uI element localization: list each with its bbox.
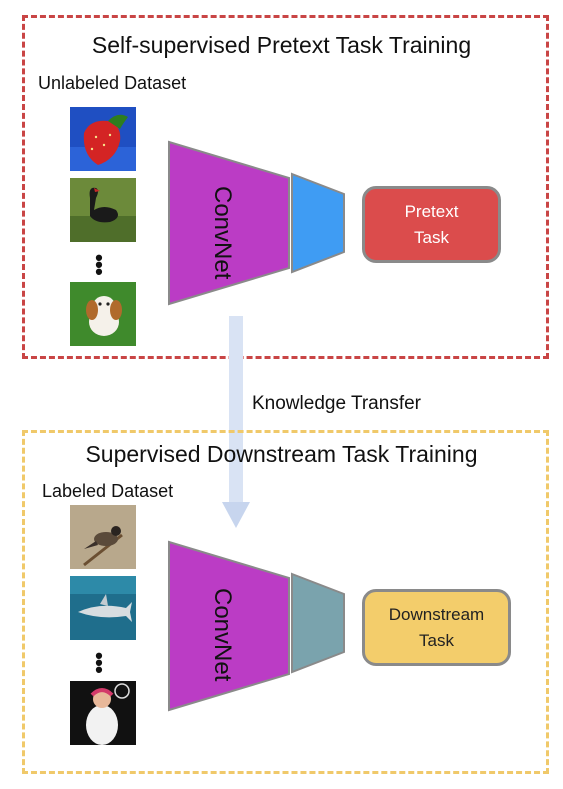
- pretext-training-panel: [22, 15, 549, 359]
- more-images-ellipsis: • • •: [95, 245, 103, 284]
- knowledge-transfer-label: Knowledge Transfer: [252, 393, 421, 414]
- knowledge-transfer-arrow: [222, 316, 250, 528]
- downstream-convnet-label: ConvNet: [209, 588, 236, 682]
- pretext-task-line1: Pretext: [404, 201, 459, 221]
- strawberry-image: [70, 107, 136, 171]
- unlabeled-dataset-label: Unlabeled Dataset: [38, 73, 187, 93]
- pretext-head-shape: [291, 172, 345, 274]
- more-labeled-images-ellipsis: • • •: [95, 643, 103, 682]
- black-swan-image: [70, 178, 136, 242]
- pretext-task-line2: Task: [414, 227, 449, 247]
- dog-image: [70, 282, 136, 346]
- bird-image: [70, 505, 136, 569]
- labeled-dataset-label: Labeled Dataset: [42, 481, 174, 501]
- pretext-convnet-label: ConvNet: [209, 186, 236, 280]
- shark-image: [70, 576, 136, 640]
- downstream-training-panel: [22, 430, 549, 774]
- tennis-player-image: [70, 681, 136, 745]
- downstream-head-shape: [291, 572, 345, 674]
- downstream-task-line1: Downstream: [388, 604, 485, 624]
- downstream-panel-title: Supervised Downstream Task Training: [85, 441, 478, 467]
- downstream-convnet-shape: [168, 540, 290, 712]
- pretext-convnet-shape: [168, 140, 290, 306]
- pretext-panel-title: Self-supervised Pretext Task Training: [91, 32, 472, 58]
- downstream-task-line2: Task: [419, 630, 454, 650]
